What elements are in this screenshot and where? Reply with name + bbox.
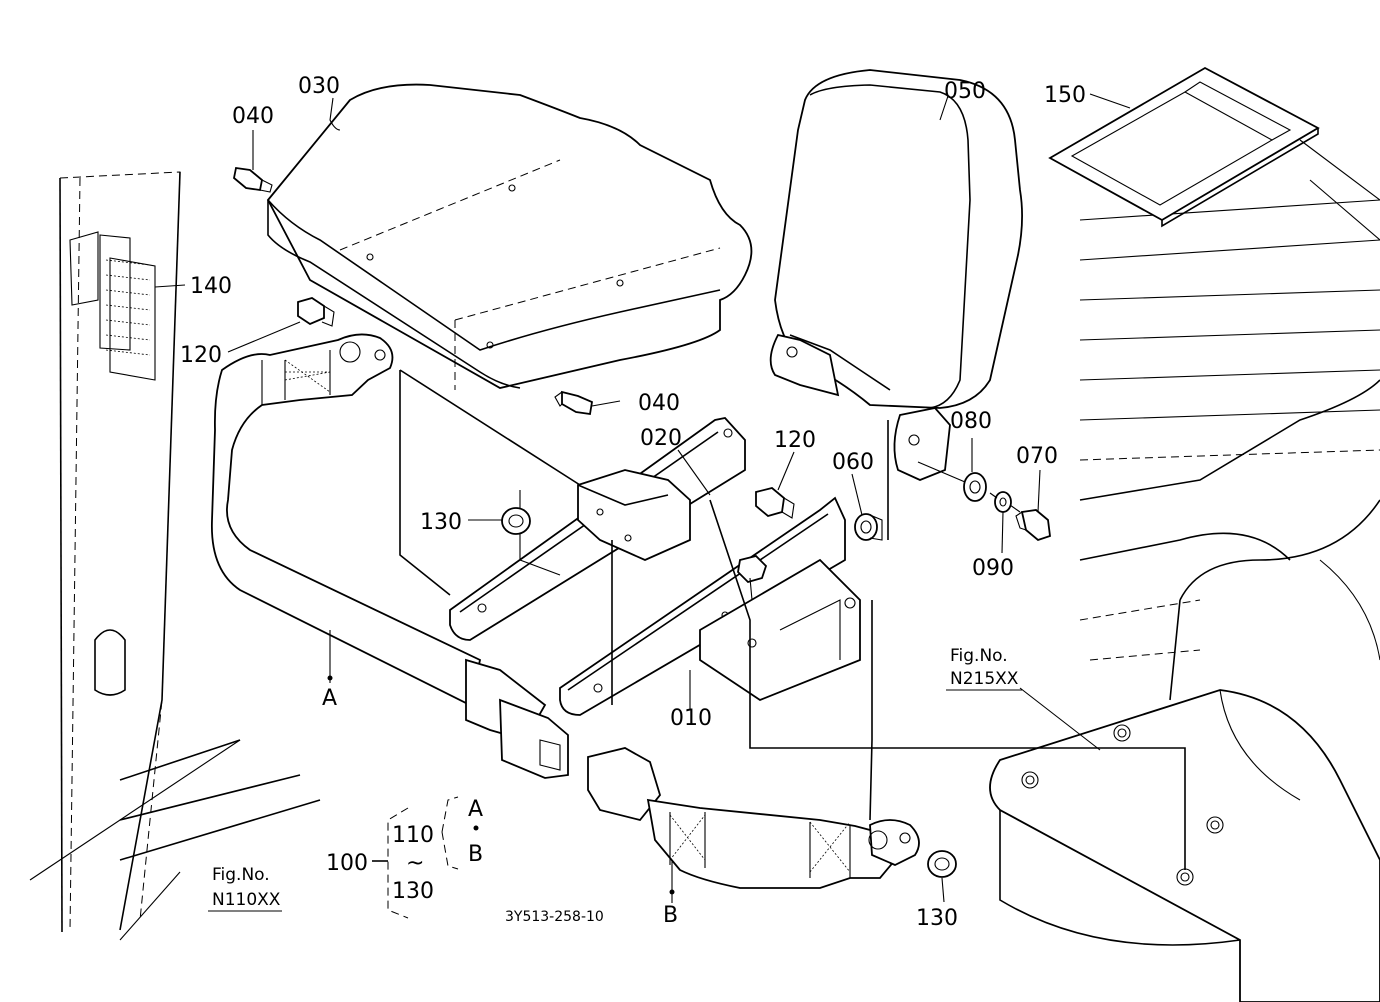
label-130-lower: 130 (916, 906, 958, 931)
label-ref-b: B (663, 903, 678, 928)
label-070: 070 (1016, 444, 1058, 469)
part-010-seat-bracket (399, 369, 1186, 870)
label-ref-a: A (322, 686, 337, 711)
leader-lines (119, 93, 1131, 941)
fig-ref-left-code: N110XX (212, 890, 281, 910)
label-110: 110 (392, 823, 434, 848)
label-060: 060 (832, 450, 874, 475)
ref-dot-b (669, 889, 675, 895)
label-080: 080 (950, 409, 992, 434)
seat-belt-b (587, 747, 920, 889)
part-050-backrest (769, 69, 1023, 540)
part-020-bolt (737, 555, 768, 601)
label-100: 100 (326, 851, 368, 876)
label-030: 030 (298, 74, 340, 99)
label-040-center: 040 (638, 391, 680, 416)
part-080-washer (963, 472, 987, 502)
label-tilde: ~ (406, 851, 424, 876)
part-120-bolt-left (297, 297, 335, 327)
label-140: 140 (190, 274, 232, 299)
label-130-center: 130 (420, 510, 462, 535)
left-cab-pillar (29, 171, 321, 933)
label-150: 150 (1044, 83, 1086, 108)
ref-dot-a (327, 675, 333, 681)
fig-ref-right-title: Fig.No. (950, 646, 1008, 666)
label-120-left: 120 (180, 343, 222, 368)
right-cab-floor (989, 139, 1380, 1002)
label-130-set: 130 (392, 879, 434, 904)
label-090: 090 (972, 556, 1014, 581)
part-030-seat-cushion (266, 83, 753, 390)
label-020: 020 (640, 426, 682, 451)
set-bracket-100 (372, 796, 479, 919)
part-120-bolt-right (755, 487, 795, 519)
part-040-bolt-center (554, 390, 594, 416)
part-130-nut-center (501, 507, 531, 535)
leader-backrest-bolts (917, 461, 1021, 513)
label-040-top: 040 (232, 104, 274, 129)
part-130-nut-lower (927, 850, 957, 878)
part-090-washer (994, 491, 1012, 513)
label-set-a: A (468, 797, 483, 822)
label-set-b: B (468, 842, 483, 867)
label-010: 010 (670, 706, 712, 731)
fig-ref-right-code: N215XX (950, 669, 1019, 689)
seat-belt-a (211, 333, 569, 779)
label-050: 050 (944, 79, 986, 104)
label-120-right: 120 (774, 428, 816, 453)
part-070-bolt (1015, 509, 1051, 542)
drawing-number: 3Y513-258-10 (505, 909, 604, 925)
part-040-bolt-top (233, 166, 273, 193)
fig-ref-left-title: Fig.No. (212, 865, 270, 885)
part-060-collar (854, 513, 883, 541)
part-150-manual (1048, 66, 1320, 228)
